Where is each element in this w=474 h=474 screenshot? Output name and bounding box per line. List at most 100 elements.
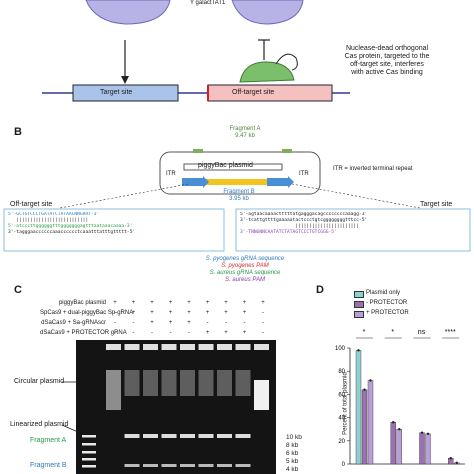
itr-label-right: ITR xyxy=(299,171,309,177)
sequence-line: |||||||||||||||||||||||||| xyxy=(8,218,89,223)
fragment-b-size: 3.95 kb xyxy=(229,196,249,202)
sequence-line: 5'-GCTGTCCCTGATATCTATAACNNGRRT-3' xyxy=(8,212,100,217)
gel-well xyxy=(198,344,214,350)
condition-mark: + xyxy=(242,310,247,316)
bar xyxy=(419,432,425,465)
significance-mark: ns xyxy=(418,329,426,336)
fragment-a-band xyxy=(161,434,177,438)
linearized-plasmid-label: Linearized plasmid xyxy=(10,421,69,428)
condition-mark: - xyxy=(151,330,153,336)
condition-mark: + xyxy=(224,310,228,316)
fragment-b-band xyxy=(124,464,140,467)
fragment-a-band xyxy=(235,434,251,438)
cut-marker-left xyxy=(193,149,203,153)
fragment-a-band xyxy=(180,434,195,438)
y-tick-label: 40 xyxy=(338,416,345,422)
legend-sa-pam: S. aureus PAM xyxy=(225,277,265,283)
condition-mark: + xyxy=(205,300,210,306)
panel-a-caption: Nuclease-dead orthogonal Cas protein, ta… xyxy=(312,45,462,77)
condition-mark: + xyxy=(168,300,173,306)
fragment-a-label: Fragment A 9.47 kb xyxy=(205,126,285,140)
data-point xyxy=(426,432,430,436)
ladder-label: 4 kb xyxy=(286,466,299,473)
bar xyxy=(390,422,396,465)
y-axis-label: Percent of total plasmid xyxy=(342,372,349,435)
y-tick-label: 60 xyxy=(338,392,345,398)
condition-mark: + xyxy=(187,310,191,316)
ladder-band xyxy=(82,443,96,446)
panel-c-letter: C xyxy=(14,284,22,296)
y-tick-label: 80 xyxy=(338,369,345,375)
fragment-b-band xyxy=(198,464,214,467)
bar xyxy=(361,389,368,465)
fragment-b-band xyxy=(235,464,251,467)
circular-band xyxy=(106,370,121,410)
fragment-a-band xyxy=(124,434,140,438)
itr-arrow-right xyxy=(267,176,294,188)
condition-mark: - xyxy=(206,320,209,326)
bar xyxy=(396,428,402,465)
condition-mark: + xyxy=(187,300,191,306)
sequence-line: 5'-atcccttggggggtttgggggggagtttaataaacaa… xyxy=(8,224,133,229)
row-label: dSaCas9 + PROTECTOR gRNA xyxy=(40,330,127,336)
target-sequence: 5'-agtaacaaaactttttatgagggacagccccccccaa… xyxy=(240,212,468,236)
plasmid-insert-frame xyxy=(183,163,283,171)
data-point xyxy=(357,349,360,352)
panel-a-diagram xyxy=(42,0,350,102)
condition-mark: - xyxy=(262,320,264,326)
significance-mark: * xyxy=(363,329,366,336)
fragment-b-gel-label: Fragment B xyxy=(30,462,67,469)
condition-mark: - xyxy=(132,320,135,326)
ladder-label: 5 kb xyxy=(286,458,299,465)
fragment-a-gel-label: Fragment A xyxy=(30,437,67,444)
condition-mark: - xyxy=(262,330,264,336)
protein-label: Y galactTAT1 xyxy=(190,0,226,6)
legend-swatch-minus-protector xyxy=(354,301,364,308)
condition-labels: piggyBac plasmid SpCas9 + dual-piggyBac … xyxy=(40,300,133,340)
data-point xyxy=(420,431,424,434)
condition-mark: + xyxy=(168,310,173,316)
condition-mark: + xyxy=(131,300,136,306)
target-sequence-box xyxy=(235,208,471,252)
sequence-line: 5'-agtaacaaaactttttatgagggacagccccccccaa… xyxy=(240,212,368,217)
legend-sa-grna: S. aureus gRNA sequence xyxy=(209,270,281,276)
legend-label: Plasmid only xyxy=(366,290,401,296)
legend-item: + PROTECTOR xyxy=(354,310,409,320)
gel-well xyxy=(161,344,177,350)
bar xyxy=(425,433,431,465)
ladder-label: 6 kb xyxy=(286,450,299,457)
gel-well xyxy=(106,344,121,350)
row-label: dSaCas9 + Sa-gRNAscr xyxy=(41,320,106,326)
legend-item: Plasmid only xyxy=(354,290,409,300)
gel-well xyxy=(254,344,269,350)
condition-mark: - xyxy=(114,330,116,336)
ladder-band xyxy=(82,465,96,468)
fragment-b-band xyxy=(143,464,158,467)
circular-band xyxy=(143,370,158,396)
condition-mark: + xyxy=(150,320,154,326)
data-point xyxy=(392,421,395,424)
zoom-line-right xyxy=(291,183,421,209)
row-label: piggyBac plasmid xyxy=(58,300,106,306)
y-tick-label: 20 xyxy=(338,439,345,445)
target-site-label: Target site xyxy=(100,89,133,96)
chart-legend: Plasmid only - PROTECTOR + PROTECTOR xyxy=(354,290,409,320)
bar xyxy=(355,350,362,465)
grna-loop xyxy=(275,53,298,71)
caption-line: off-target site, interferes xyxy=(350,61,424,68)
fragment-b-band xyxy=(217,464,232,467)
sequence-line: 3'-TNNGNNCAATATCTATAGTCCCTGTCGGG-5' xyxy=(240,230,337,235)
circular-band xyxy=(180,370,195,396)
fragment-b-name: Fragment B xyxy=(223,189,255,195)
gel-well xyxy=(180,344,195,350)
sequence-line: ||||||||||||||||||||||| xyxy=(240,224,359,229)
ladder-labels: 10 kb 8 kb 6 kb 5 kb 4 kb xyxy=(286,434,302,474)
gel-well xyxy=(235,344,251,350)
itr-legend: ITR = inverted terminal repeat xyxy=(333,166,413,172)
bar xyxy=(367,380,374,465)
condition-mark: + xyxy=(131,310,136,316)
off-target-site-label: Off-target site xyxy=(232,89,275,96)
legend-sp-pam: S. pyogenes PAM xyxy=(221,263,269,269)
gel-image xyxy=(76,340,276,474)
fragment-b-label: Fragment B 3.95 kb xyxy=(212,189,266,203)
